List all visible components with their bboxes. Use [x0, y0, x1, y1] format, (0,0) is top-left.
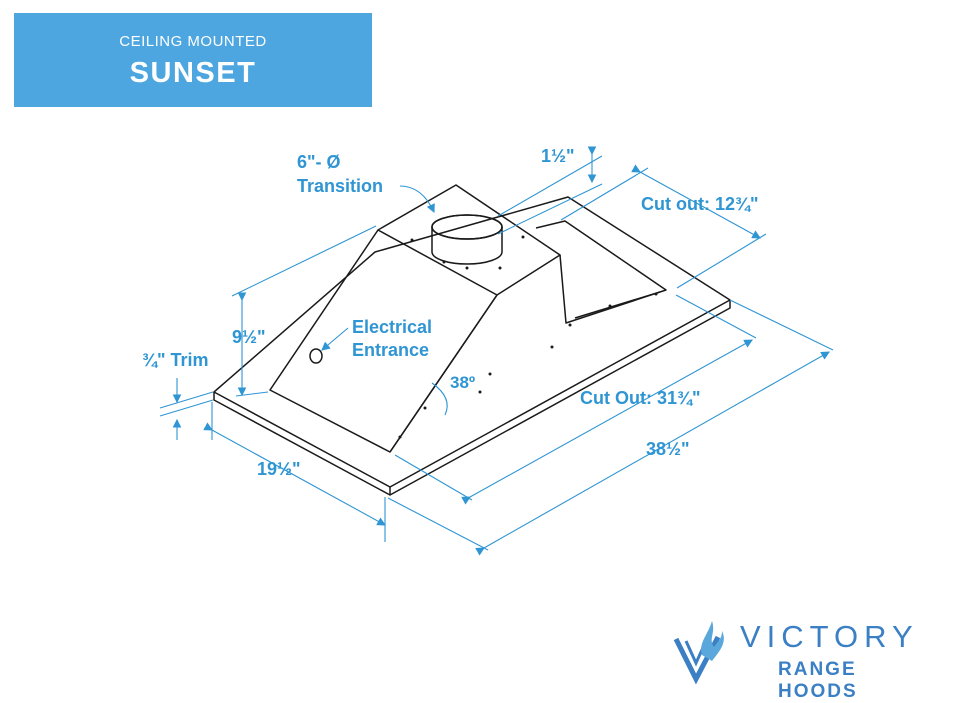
cutout-depth-label: Cut out: 12¾" — [641, 194, 759, 214]
depth-label: 19½" — [257, 459, 301, 479]
cutout-width-label: Cut Out: 31¾" — [580, 388, 701, 408]
electrical-label-line1: Electrical — [352, 317, 432, 337]
transition-label: Transition — [297, 176, 383, 196]
victory-logo: VICTORY RANGE HOODS — [672, 617, 942, 702]
header-title: SUNSET — [129, 57, 257, 89]
dimension-lines — [159, 146, 834, 556]
flame-v-icon — [673, 621, 724, 685]
top-offset-label: 1½" — [541, 146, 575, 166]
logo-wordmark: VICTORY — [740, 619, 919, 654]
header-banner: CEILING MOUNTED SUNSET — [14, 13, 372, 107]
trim-label: ¾" Trim — [142, 350, 209, 370]
angle-label: 38º — [450, 373, 475, 392]
height-label: 9½" — [232, 327, 266, 347]
header-subtitle: CEILING MOUNTED — [119, 33, 267, 50]
width-label: 38½" — [646, 439, 690, 459]
logo-tagline: RANGE HOODS — [778, 659, 858, 702]
electrical-label-line2: Entrance — [352, 340, 429, 360]
transition-size-label: 6"- Ø — [297, 152, 341, 172]
